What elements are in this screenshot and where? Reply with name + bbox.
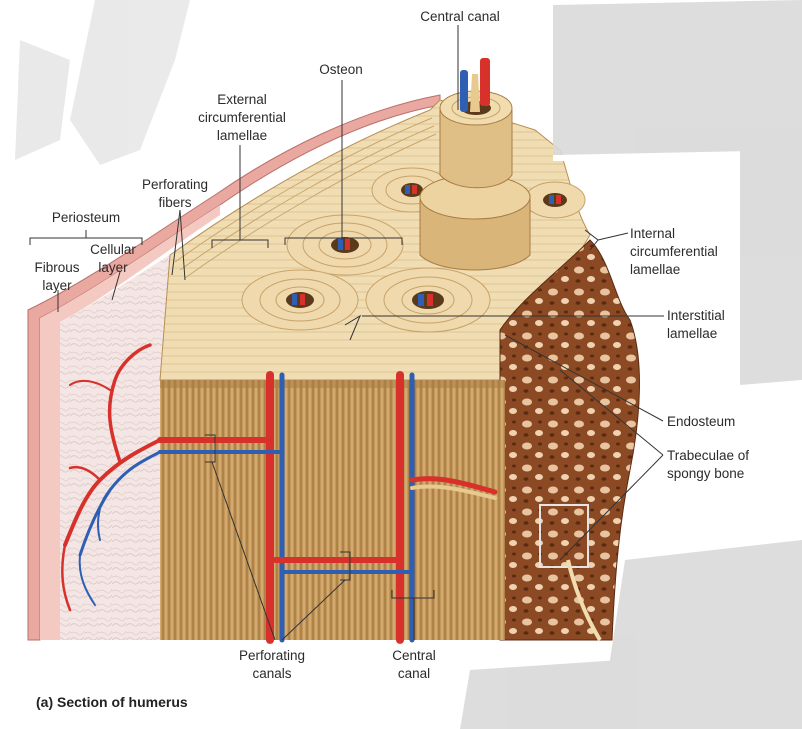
osteon-3	[365, 267, 491, 333]
label-central-canal-bottom: Central canal	[392, 648, 436, 681]
label-trabeculae-of-spongy-bone: Trabeculae of spongy bone	[667, 448, 750, 481]
external-circumferential-lines	[174, 117, 437, 279]
periosteum-cellular-layer	[40, 205, 220, 640]
canal-vessels	[157, 371, 498, 644]
label-endosteum: Endosteum	[667, 414, 736, 429]
osteon-5	[524, 181, 586, 219]
osteon-2	[241, 269, 359, 331]
label-internal-circumferential-lamellae: Internal circumferential lamellae	[630, 226, 718, 277]
osteon-1	[286, 214, 404, 276]
label-interstitial-lamellae: Interstitial lamellae	[667, 308, 725, 341]
label-central-canal-top: Central canal	[420, 9, 500, 24]
erased-patches	[460, 0, 802, 729]
periosteal-vessels	[61, 343, 162, 612]
compact-bone-section	[160, 380, 505, 640]
label-periosteum: Periosteum	[51, 210, 121, 225]
trabecular-detail-box	[539, 504, 589, 568]
label-perforating-fibers: Perforating fibers	[141, 177, 209, 210]
label-osteon: Osteon	[319, 62, 363, 77]
leader-lines	[29, 25, 664, 641]
figure-caption: (a) Section of humerus	[36, 694, 188, 710]
label-fibrous-layer: Fibrous layer	[34, 260, 80, 293]
spongy-bone	[499, 239, 640, 641]
label-perforating-canals: Perforating canals	[238, 648, 306, 681]
label-external-circumferential-lamellae: External circumferential lamellae	[198, 92, 286, 143]
label-cellular-layer: Cellular layer	[90, 242, 136, 275]
background-smudges	[15, 0, 190, 165]
